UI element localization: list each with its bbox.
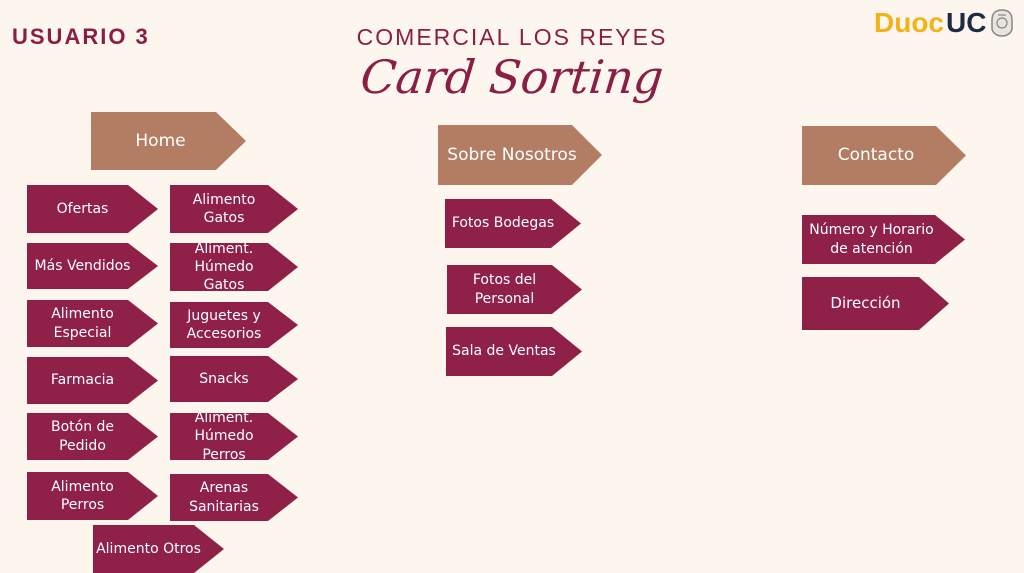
card-sala-ventas[interactable]: Sala de Ventas: [446, 327, 582, 376]
user-label: USUARIO 3: [12, 24, 150, 49]
card-juguetes-accesorios[interactable]: Juguetes y Accesorios: [170, 302, 298, 348]
card-ofertas[interactable]: Ofertas: [27, 185, 158, 233]
card-numero-horario[interactable]: Número y Horario de atención: [802, 215, 965, 264]
card-aliment-humedo-gatos[interactable]: Aliment. Húmedo Gatos: [170, 243, 298, 291]
card-mas-vendidos[interactable]: Más Vendidos: [27, 243, 158, 289]
card-direccion[interactable]: Dirección: [802, 277, 949, 330]
card-alimento-perros[interactable]: Alimento Perros: [27, 472, 158, 520]
card-alimento-gatos[interactable]: Alimento Gatos: [170, 185, 298, 233]
page-title: Card Sorting: [358, 50, 666, 104]
category-card-sobre-nosotros[interactable]: Sobre Nosotros: [438, 125, 602, 185]
company-name: COMERCIAL LOS REYES: [356, 24, 668, 50]
logo-text-uc: UC: [946, 7, 987, 38]
logo-text-duoc: Duoc: [874, 7, 944, 38]
card-snacks[interactable]: Snacks: [170, 356, 298, 402]
card-farmacia[interactable]: Farmacia: [27, 357, 158, 404]
duoc-uc-logo: Duoc UC: [874, 6, 1016, 40]
category-card-home[interactable]: Home: [91, 112, 246, 170]
card-fotos-personal[interactable]: Fotos del Personal: [447, 265, 582, 314]
category-card-contacto[interactable]: Contacto: [802, 126, 966, 185]
card-alimento-especial[interactable]: Alimento Especial: [27, 300, 158, 347]
card-arenas-sanitarias[interactable]: Arenas Sanitarias: [170, 474, 298, 521]
card-boton-pedido[interactable]: Botón de Pedido: [27, 413, 158, 460]
card-alimento-otros[interactable]: Alimento Otros: [93, 525, 224, 573]
card-aliment-humedo-perros[interactable]: Aliment. Húmedo Perros: [170, 413, 298, 460]
seal-icon: [991, 9, 1014, 37]
card-fotos-bodegas[interactable]: Fotos Bodegas: [445, 199, 581, 248]
